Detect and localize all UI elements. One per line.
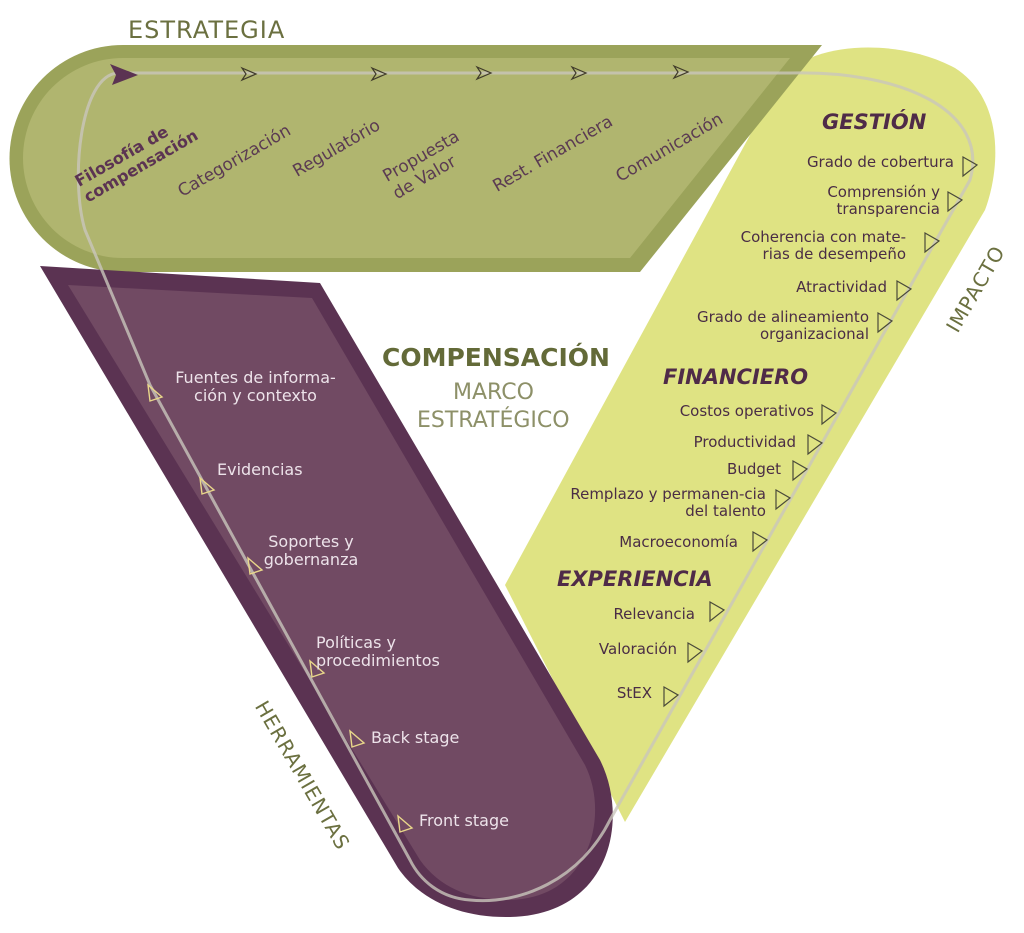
impacto-item: Budget xyxy=(727,460,781,478)
herramientas-arrow-icons xyxy=(147,383,414,833)
estrategia-band-fill xyxy=(23,58,790,258)
herramientas-item: Evidencias xyxy=(217,460,303,479)
herramientas-item: Front stage xyxy=(419,811,509,830)
impacto-item: Grado de alineamiento organizacional xyxy=(697,308,869,344)
impacto-arrow-icons xyxy=(663,155,979,708)
section-label-estrategia: ESTRATEGIA xyxy=(128,16,286,44)
impacto-item: Relevancia xyxy=(613,605,695,623)
herramientas-item: Políticas y procedimientos xyxy=(316,633,440,671)
gestion-heading: GESTIÓN xyxy=(822,110,927,134)
impacto-item: Valoración xyxy=(598,640,677,658)
impacto-item: Atractividad xyxy=(796,278,887,296)
herramientas-item: Fuentes de informa-ción y contexto xyxy=(175,368,336,406)
impacto-item: Comprensión y transparencia xyxy=(827,183,940,219)
impacto-item: Productividad xyxy=(693,433,796,451)
impacto-item: Costos operativos xyxy=(679,402,814,420)
experiencia-heading: EXPERIENCIA xyxy=(557,567,713,591)
impacto-band xyxy=(505,47,996,822)
impacto-item: StEX xyxy=(616,684,652,702)
herramientas-item: Back stage xyxy=(371,728,460,747)
flow-guide-line xyxy=(76,71,975,903)
impacto-item: Grado de cobertura xyxy=(806,153,954,171)
estrategia-arrow-icons xyxy=(240,64,690,82)
impacto-item: Coherencia con mate-rias de desempeño xyxy=(740,228,906,264)
herramientas-item: Soportes y gobernanza xyxy=(263,532,359,570)
center-title: COMPENSACIÓN xyxy=(382,343,610,372)
center-subtitle-2: ESTRATÉGICO xyxy=(417,408,570,433)
start-arrow-icon xyxy=(110,64,138,85)
impacto-item: Remplazo y permanen-cia del talento xyxy=(570,485,766,521)
impacto-item: Macroeconomía xyxy=(619,533,738,551)
financiero-heading: FINANCIERO xyxy=(663,365,809,389)
center-subtitle-1: MARCO xyxy=(453,380,534,405)
herramientas-band-fill xyxy=(68,285,596,900)
